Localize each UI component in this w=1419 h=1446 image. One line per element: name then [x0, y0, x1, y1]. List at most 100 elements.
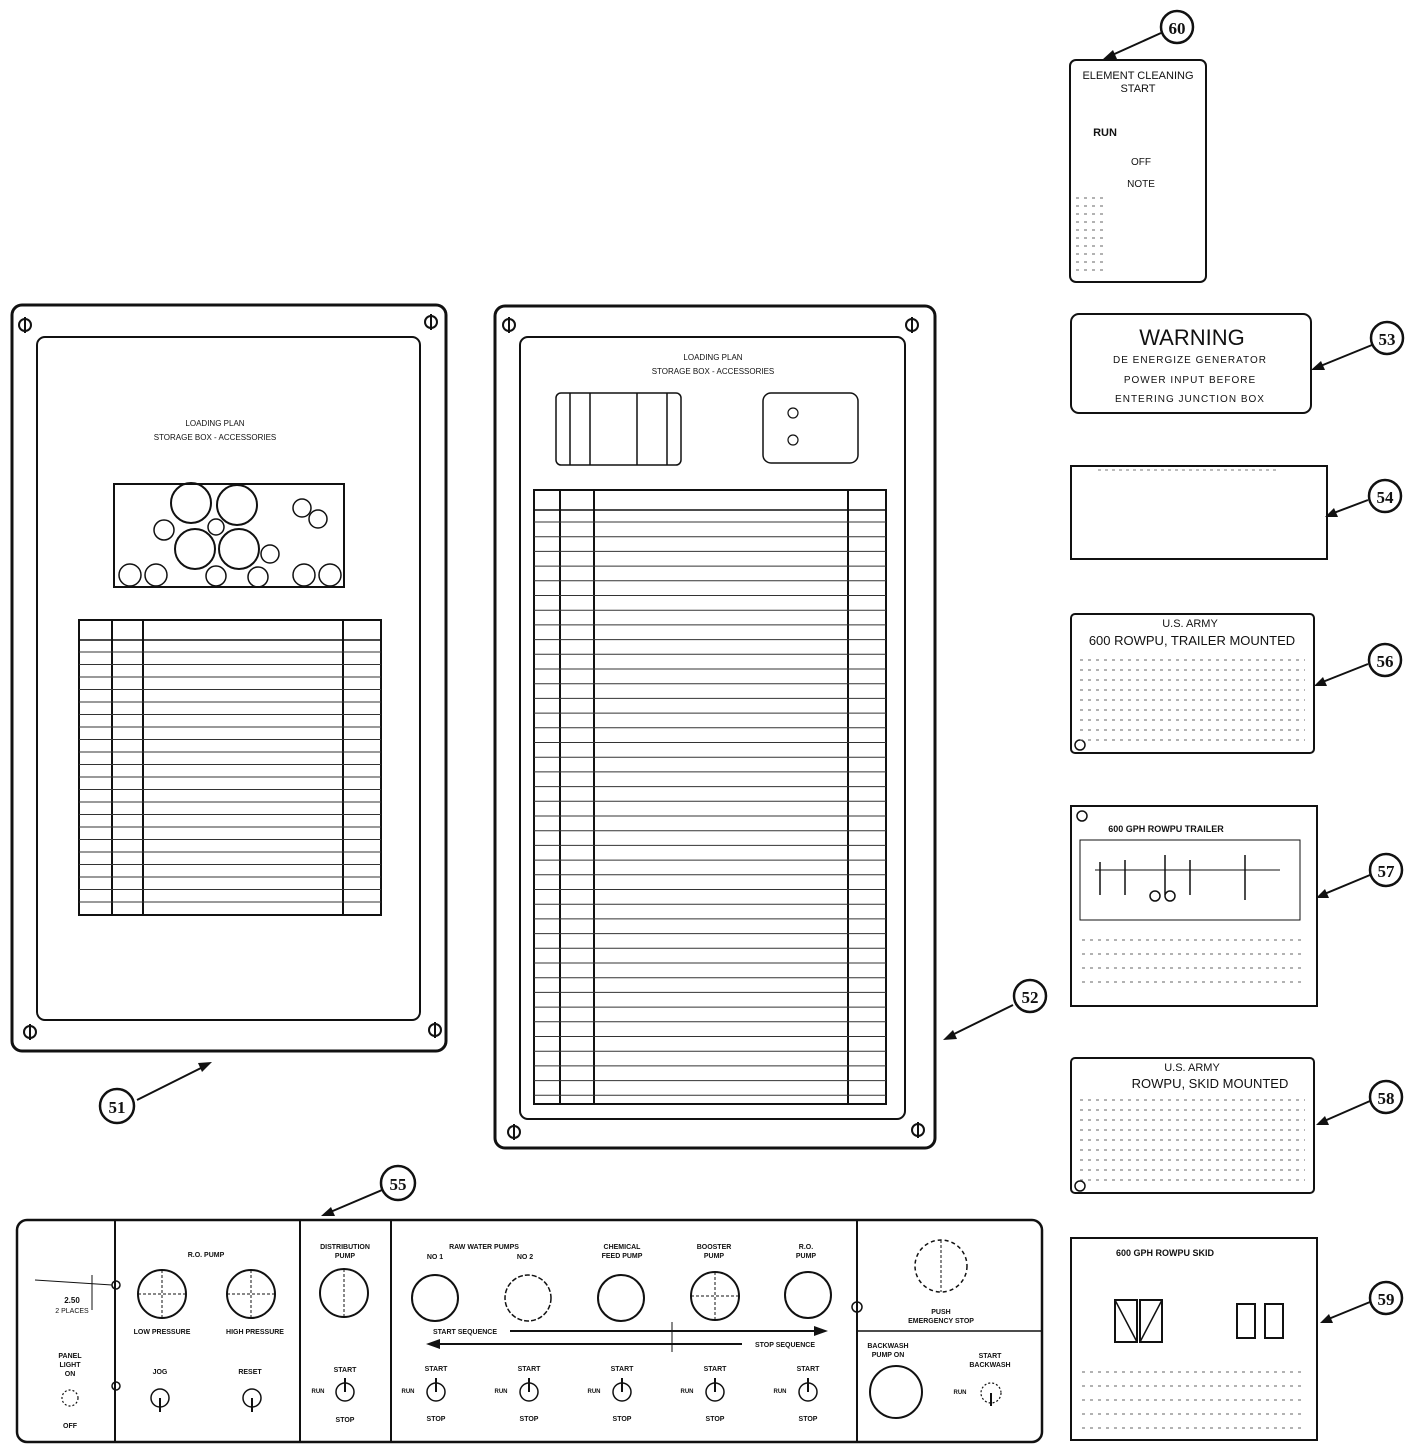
backwash-pump-light-icon — [869, 1365, 923, 1419]
booster-pump-gauge-icon — [690, 1271, 740, 1321]
start-sequence-arrow — [510, 1326, 828, 1336]
distribution-pump-label-2: PUMP — [335, 1253, 356, 1260]
emergency-stop-button-icon — [914, 1239, 968, 1293]
callout-57: 57 — [1368, 852, 1404, 888]
low-pressure-gauge-icon — [137, 1269, 187, 1319]
svg-text:59: 59 — [1378, 1290, 1395, 1309]
raw-water-pumps-label: RAW WATER PUMPS — [449, 1244, 519, 1251]
plate-53-warning: WARNING DE ENERGIZE GENERATOR POWER INPU… — [1070, 313, 1312, 414]
pump-stop-label: STOP — [520, 1416, 539, 1423]
stop-sequence-label: STOP SEQUENCE — [755, 1342, 815, 1349]
jog-label: JOG — [153, 1369, 168, 1376]
plate-56-line2: 600 ROWPU, TRAILER MOUNTED — [1089, 633, 1295, 648]
pump-start-label: START — [704, 1366, 728, 1373]
plate-58-skid-mounted: U.S. ARMY ROWPU, SKID MOUNTED — [1070, 1057, 1315, 1194]
emergency-stop-label: EMERGENCY STOP — [908, 1318, 974, 1325]
ro-pump2-label-1: R.O. — [799, 1244, 813, 1251]
warning-line3: ENTERING JUNCTION BOX — [1115, 394, 1265, 405]
callout-55: 55 — [379, 1164, 417, 1202]
reset-switch-icon — [242, 1388, 262, 1412]
plate-58-line1: U.S. ARMY — [1164, 1062, 1220, 1074]
item-list-table — [533, 489, 887, 1105]
plate-60-element-cleaning: ELEMENT CLEANING START RUN OFF NOTE — [1069, 59, 1207, 283]
plate-54-blank — [1070, 465, 1328, 560]
dim-2-50: 2.50 — [64, 1296, 80, 1305]
panel-light-off: OFF — [63, 1423, 78, 1430]
pump-start-label: START — [611, 1366, 635, 1373]
svg-text:51: 51 — [109, 1098, 126, 1117]
plate-52-title-1: LOADING PLAN — [683, 353, 742, 362]
ro-pump-gauge-icon — [784, 1271, 832, 1319]
plate-55-control-panel: 2.50 2 PLACES PANEL LIGHT ON OFF R.O. PU… — [15, 1218, 1044, 1444]
high-pressure-label: HIGH PRESSURE — [226, 1329, 284, 1336]
backwash-pump-on-label-1: BACKWASH — [867, 1343, 908, 1350]
raw-water-no1-gauge-icon — [411, 1274, 459, 1322]
raw-water-no2-gauge-icon — [504, 1274, 552, 1322]
mounting-hole-icon — [502, 317, 925, 1140]
backwash-pump-on-label-2: PUMP ON — [872, 1352, 905, 1359]
plate-52-title-2: STORAGE BOX - ACCESSORIES — [652, 367, 775, 376]
callout-54: 54 — [1367, 478, 1403, 514]
plate-57-title: 600 GPH ROWPU TRAILER — [1108, 824, 1224, 834]
plate-60-off: OFF — [1131, 157, 1151, 168]
pump-start-label: START — [797, 1366, 821, 1373]
chemical-feed-label-1: CHEMICAL — [604, 1244, 642, 1251]
start-backwash-label-1: START — [979, 1353, 1003, 1360]
callout-60: 60 — [1159, 9, 1195, 45]
plate-60-note: NOTE — [1127, 179, 1155, 190]
plate-51-loading-plan: LOADING PLAN STORAGE BOX - ACCESSORIES — [10, 303, 448, 1053]
start-sequence-label: START SEQUENCE — [433, 1329, 497, 1336]
plate-57-trailer: 600 GPH ROWPU TRAILER — [1070, 805, 1318, 1007]
low-pressure-label-1: LOW PRESSURE — [134, 1329, 191, 1336]
callout-58: 58 — [1368, 1079, 1404, 1115]
plate-56-trailer-mounted: U.S. ARMY 600 ROWPU, TRAILER MOUNTED — [1070, 613, 1315, 754]
plate-56-line1: U.S. ARMY — [1162, 618, 1218, 630]
pump-run-label: RUN — [681, 1389, 694, 1395]
dim-places: 2 PLACES — [55, 1308, 89, 1315]
plate-51-title-1: LOADING PLAN — [185, 419, 244, 428]
storage-layout-diagram — [113, 482, 345, 588]
raw-water-no2-label: NO 2 — [517, 1254, 533, 1261]
pump-run-label: RUN — [402, 1389, 415, 1395]
warning-line1: DE ENERGIZE GENERATOR — [1113, 355, 1267, 366]
callout-56: 56 — [1367, 642, 1403, 678]
trailer-schematic — [1095, 855, 1280, 902]
ro-pump-label: R.O. PUMP — [188, 1252, 225, 1259]
push-label: PUSH — [931, 1309, 950, 1316]
plate-52-loading-plan: LOADING PLAN STORAGE BOX - ACCESSORIES — [493, 304, 937, 1150]
callout-52: 52 — [1012, 978, 1048, 1014]
pump-stop-label: STOP — [427, 1416, 446, 1423]
panel-light-icon — [61, 1389, 79, 1407]
item-list-table — [78, 619, 382, 916]
pump-start-label: START — [518, 1366, 542, 1373]
booster-pump-label-1: BOOSTER — [697, 1244, 732, 1251]
plate-59-title: 600 GPH ROWPU SKID — [1116, 1248, 1215, 1258]
callout-53: 53 — [1369, 320, 1405, 356]
mounting-hole-icon — [18, 314, 442, 1040]
plate-60-line1: ELEMENT CLEANING — [1082, 70, 1193, 82]
plate-58-line2: ROWPU, SKID MOUNTED — [1132, 1076, 1289, 1091]
distribution-stop: STOP — [336, 1417, 355, 1424]
stop-sequence-arrow — [426, 1339, 742, 1349]
svg-text:55: 55 — [390, 1175, 407, 1194]
distribution-pump-gauge-icon — [319, 1268, 369, 1318]
callouts: 60 53 54 56 57 — [98, 9, 1405, 1323]
distribution-switch-icon — [335, 1378, 355, 1402]
chemical-feed-label-2: FEED PUMP — [602, 1253, 643, 1260]
distribution-run: RUN — [312, 1389, 325, 1395]
backwash-run-label: RUN — [954, 1390, 967, 1396]
svg-text:56: 56 — [1377, 652, 1394, 671]
svg-text:53: 53 — [1379, 330, 1396, 349]
plate-51-title-2: STORAGE BOX - ACCESSORIES — [154, 433, 277, 442]
distribution-pump-label-1: DISTRIBUTION — [320, 1244, 370, 1251]
plate-60-run: RUN — [1093, 127, 1117, 139]
chemical-feed-gauge-icon — [597, 1274, 645, 1322]
callout-51: 51 — [98, 1087, 136, 1125]
ro-pump2-label-2: PUMP — [796, 1253, 817, 1260]
start-backwash-switch-icon — [980, 1382, 1002, 1406]
panel-light-label-1: PANEL — [58, 1353, 82, 1360]
svg-text:58: 58 — [1378, 1089, 1395, 1108]
pump-run-label: RUN — [774, 1389, 787, 1395]
pump-stop-label: STOP — [613, 1416, 632, 1423]
